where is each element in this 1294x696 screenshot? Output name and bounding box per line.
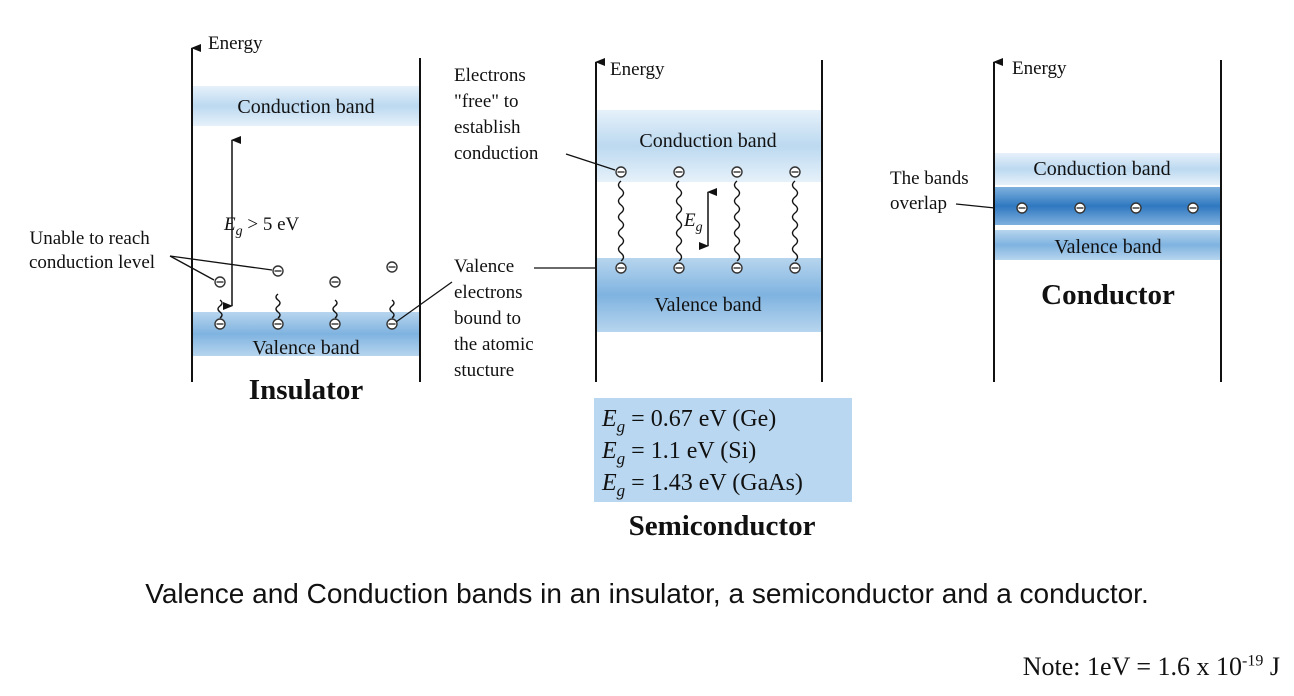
free-electrons-pointer	[565, 153, 616, 171]
electron	[615, 166, 627, 178]
valence-pointer-insulator	[395, 281, 453, 323]
squiggle	[733, 180, 741, 262]
insulator-gap-label: Eg > 5 eV	[223, 214, 300, 239]
conductor-title: Conductor	[1041, 279, 1175, 311]
semiconductor-valence-band	[597, 258, 821, 332]
electron	[272, 265, 284, 277]
band-diagram-svg: Energy Conduction band Valence band Eg >…	[29, 33, 1222, 542]
squiggle	[217, 299, 223, 319]
electron	[1074, 202, 1086, 214]
squiggle	[275, 293, 281, 319]
electron	[214, 318, 226, 330]
semiconductor-electrons	[615, 166, 801, 274]
gap-values-box	[594, 398, 852, 502]
gap-value-ge: Eg = 0.67 eV (Ge)	[601, 406, 776, 436]
conductor-valence-band	[995, 230, 1220, 260]
conductor-overlap-region	[995, 187, 1220, 225]
electron	[329, 276, 341, 288]
semiconductor-valence-band-label: Valence band	[654, 294, 761, 316]
insulator-title: Insulator	[249, 374, 364, 406]
semiconductor-conduction-band	[597, 110, 821, 182]
gap-value-gaas: Eg = 1.43 eV (GaAs)	[601, 470, 803, 500]
insulator-energy-label: Energy	[208, 33, 263, 54]
electron	[1130, 202, 1142, 214]
electron	[1016, 202, 1028, 214]
overlap-pointer	[955, 203, 996, 209]
unable-pointer-2	[169, 255, 273, 271]
insulator-panel: Energy Conduction band Valence band Eg >…	[29, 33, 421, 406]
electron	[731, 166, 743, 178]
semiconductor-panel: Energy Conduction band Valence band Eg E…	[454, 58, 852, 542]
semiconductor-conduction-band-label: Conduction band	[639, 130, 776, 152]
gap-value-si: Eg = 1.1 eV (Si)	[601, 438, 756, 468]
semiconductor-gap-label: Eg	[683, 210, 703, 235]
electron	[386, 261, 398, 273]
unable-pointer-1	[169, 255, 215, 281]
squiggle	[389, 299, 395, 319]
electron	[673, 262, 685, 274]
squiggle	[791, 180, 799, 262]
electron	[615, 262, 627, 274]
insulator-valence-band	[193, 312, 419, 356]
valence-electrons-annotation: Valence electrons bound to the atomic st…	[395, 256, 616, 381]
insulator-electrons	[214, 261, 398, 330]
electron	[329, 318, 341, 330]
semiconductor-energy-label: Energy	[610, 59, 665, 80]
electron	[789, 166, 801, 178]
electron	[386, 318, 398, 330]
valence-electrons-label: Valence electrons bound to the atomic st…	[454, 256, 538, 381]
insulator-excitation-squiggles	[217, 293, 395, 319]
conductor-conduction-band	[995, 153, 1220, 185]
insulator-unable-label: Unable to reach conduction level	[29, 228, 155, 273]
bands-overlap-label: The bands overlap	[890, 168, 973, 214]
squiggle	[675, 180, 683, 262]
electron	[731, 262, 743, 274]
squiggle	[617, 180, 625, 262]
figure-caption: Valence and Conduction bands in an insul…	[145, 578, 1149, 609]
electron	[673, 166, 685, 178]
conductor-energy-label: Energy	[1012, 58, 1067, 79]
semiconductor-title: Semiconductor	[629, 510, 816, 542]
electron	[1187, 202, 1199, 214]
ev-conversion-note: Note: 1eV = 1.6 x 10-19 J	[1023, 652, 1280, 682]
conductor-valence-band-label: Valence band	[1054, 236, 1161, 258]
conductor-panel: Energy Conduction band Valence band The …	[890, 58, 1222, 382]
insulator-conduction-band	[193, 86, 419, 126]
note-prefix: Note: 1eV = 1.6 x 10	[1022, 652, 1243, 681]
insulator-valence-band-label: Valence band	[252, 337, 359, 359]
insulator-conduction-band-label: Conduction band	[237, 96, 374, 118]
electron	[272, 318, 284, 330]
electron	[214, 276, 226, 288]
note-exponent: -19	[1242, 652, 1264, 670]
electrons-free-label: Electrons "free" to establish conduction	[454, 65, 539, 164]
conductor-conduction-band-label: Conduction band	[1033, 158, 1170, 180]
semiconductor-excitation-squiggles	[617, 180, 799, 262]
conductor-electrons	[1016, 202, 1199, 214]
electron	[789, 262, 801, 274]
squiggle	[332, 299, 338, 319]
note-suffix: J	[1263, 652, 1280, 681]
